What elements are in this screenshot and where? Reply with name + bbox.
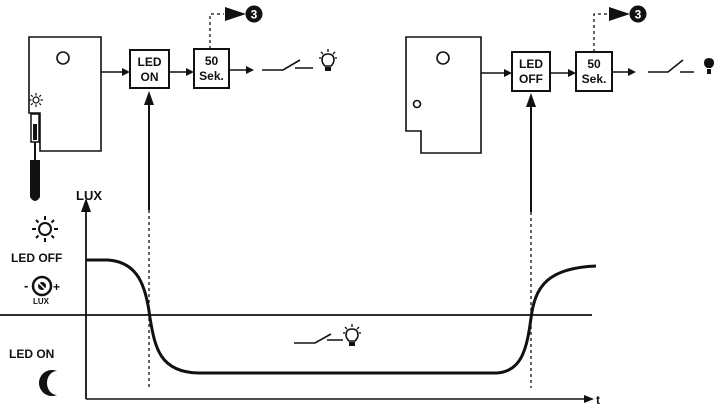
knob-minus-label: - [24, 278, 28, 293]
arrow-icon [186, 68, 194, 76]
arrow-icon [225, 7, 246, 21]
sensor-housing-right [405, 36, 482, 154]
lux-knob-icon [31, 275, 53, 297]
led-off-box [511, 51, 551, 92]
y-axis-arrow [81, 198, 91, 212]
timer-box-right-line1: 50 [587, 57, 601, 71]
lamp-on-icon [343, 324, 361, 346]
timer-box-left-line1: 50 [205, 54, 219, 68]
moon-icon [39, 370, 57, 396]
sensor-lens-icon [56, 51, 70, 65]
timer-box-right-line2: Sek. [582, 72, 607, 86]
arrow-icon [122, 68, 130, 76]
lamp-on-icon [319, 49, 337, 71]
switch-symbol-left [262, 59, 313, 71]
adjust-screw-hole-icon [412, 99, 422, 109]
arrow-icon [609, 7, 630, 21]
led-on-box-line2: ON [141, 70, 159, 84]
led-on-box [129, 49, 170, 89]
knob-lux-label: LUX [33, 297, 50, 306]
led-off-label: LED OFF [11, 251, 62, 265]
knob-plus-label: + [53, 280, 60, 294]
arrow-icon [504, 69, 512, 77]
left-flow: LED ON 50 Sek. 3 [28, 5, 337, 201]
arrow-icon [628, 68, 636, 76]
timer-box-right [575, 51, 613, 92]
step-badge-right [629, 5, 647, 23]
right-flow: LED OFF 50 Sek. 3 [405, 5, 714, 154]
step-badge-left-label: 3 [251, 8, 258, 22]
led-on-box-line1: LED [138, 55, 162, 69]
lux-curve [86, 258, 597, 375]
sun-icon [32, 216, 58, 242]
y-axis-label: LUX [76, 188, 102, 203]
sensor-housing-left [28, 36, 102, 152]
lamp-off-icon [704, 58, 714, 74]
led-off-box-line1: LED [519, 57, 543, 71]
brightness-adjust-icon [29, 93, 43, 107]
led-off-box-line2: OFF [519, 72, 543, 86]
lux-graph: LUX t LED OFF - + LUX LED ON [0, 188, 600, 406]
timer-box-left-line2: Sek. [199, 69, 224, 83]
arrow-icon [568, 69, 576, 77]
sensor-lens-icon [436, 51, 450, 65]
timer-box-left [193, 48, 230, 89]
connectors [144, 91, 536, 388]
step-badge-left [245, 5, 263, 23]
screwdriver-icon [30, 113, 40, 201]
step-badge-right-label: 3 [635, 8, 642, 22]
x-axis-label: t [596, 393, 600, 406]
x-axis-arrow [584, 395, 594, 403]
arrow-icon [246, 66, 254, 74]
switch-symbol-graph [294, 333, 343, 344]
led-on-label: LED ON [9, 347, 54, 361]
switch-symbol-right [648, 59, 694, 73]
